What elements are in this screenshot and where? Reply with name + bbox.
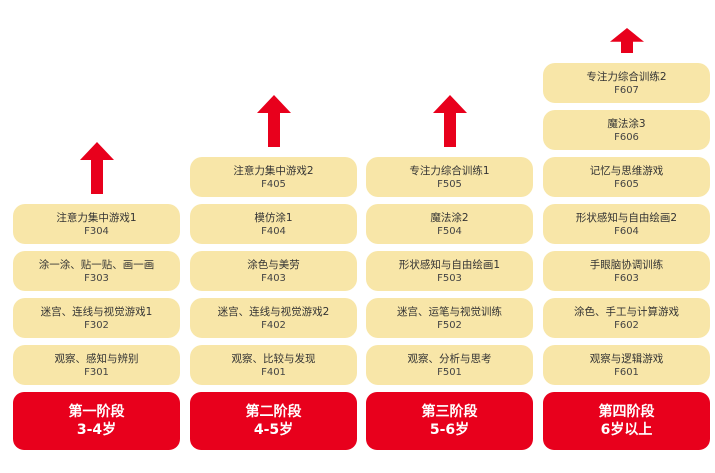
- course-code: F304: [84, 225, 109, 237]
- course-code: F503: [437, 272, 462, 284]
- course-code: F505: [437, 178, 462, 190]
- course-name: 注意力集中游戏2: [233, 164, 314, 177]
- course-code: F607: [614, 84, 639, 96]
- course-name: 专注力综合训练2: [586, 70, 667, 83]
- course-code: F502: [437, 319, 462, 331]
- stage-name: 第三阶段: [421, 404, 478, 420]
- course-code: F606: [614, 131, 639, 143]
- course-name: 专注力综合训练1: [409, 164, 490, 177]
- course-name: 迷宫、运笔与视觉训练: [397, 305, 502, 318]
- stage-name: 第二阶段: [245, 404, 302, 420]
- stage-age: 4-5岁: [253, 422, 294, 438]
- course-code: F504: [437, 225, 462, 237]
- stage-name: 第一阶段: [68, 404, 125, 420]
- up-arrow-icon: [609, 28, 644, 53]
- course-code: F401: [261, 366, 286, 378]
- course-code: F303: [84, 272, 109, 284]
- course-name: 注意力集中游戏1: [56, 211, 137, 224]
- stage-age: 3-4岁: [76, 422, 117, 438]
- course-code: F404: [261, 225, 286, 237]
- stage-label-box: 第一阶段 3-4岁: [13, 392, 180, 450]
- course-name: 观察、感知与辨别: [54, 352, 139, 365]
- course-name: 模仿涂1: [254, 211, 293, 224]
- course-name: 涂一涂、贴一贴、画一画: [38, 258, 155, 271]
- course-code: F402: [261, 319, 286, 331]
- course-name: 迷宫、连线与视觉游戏2: [217, 305, 330, 318]
- stage-age: 5-6岁: [429, 422, 470, 438]
- stage-name: 第四阶段: [598, 404, 655, 420]
- course-code: F302: [84, 319, 109, 331]
- course-code: F602: [614, 319, 639, 331]
- course-name: 形状感知与自由绘画1: [398, 258, 501, 271]
- stage-label-box: 第三阶段 5-6岁: [366, 392, 533, 450]
- course-code: F605: [614, 178, 639, 190]
- course-name: 形状感知与自由绘画2: [575, 211, 678, 224]
- stage-label-box: 第二阶段 4-5岁: [190, 392, 357, 450]
- up-arrow-icon: [432, 95, 467, 147]
- course-name: 观察、分析与思考: [407, 352, 492, 365]
- course-code: F601: [614, 366, 639, 378]
- course-code: F403: [261, 272, 286, 284]
- course-code: F301: [84, 366, 109, 378]
- course-name: 迷宫、连线与视觉游戏1: [40, 305, 153, 318]
- course-name: 魔法涂3: [607, 117, 646, 130]
- course-name: 手眼脑协调训练: [589, 258, 664, 271]
- course-name: 观察与逻辑游戏: [589, 352, 664, 365]
- course-name: 涂色与美劳: [247, 258, 300, 271]
- up-arrow-icon: [256, 95, 291, 147]
- course-name: 魔法涂2: [430, 211, 469, 224]
- course-code: F405: [261, 178, 286, 190]
- course-code: F604: [614, 225, 639, 237]
- course-code: F501: [437, 366, 462, 378]
- course-name: 观察、比较与发现: [231, 352, 316, 365]
- course-name: 涂色、手工与计算游戏: [574, 305, 679, 318]
- stage-age: 6岁以上: [600, 422, 653, 438]
- up-arrow-icon: [79, 142, 114, 194]
- stage-label-box: 第四阶段 6岁以上: [543, 392, 710, 450]
- course-code: F603: [614, 272, 639, 284]
- course-name: 记忆与思维游戏: [589, 164, 664, 177]
